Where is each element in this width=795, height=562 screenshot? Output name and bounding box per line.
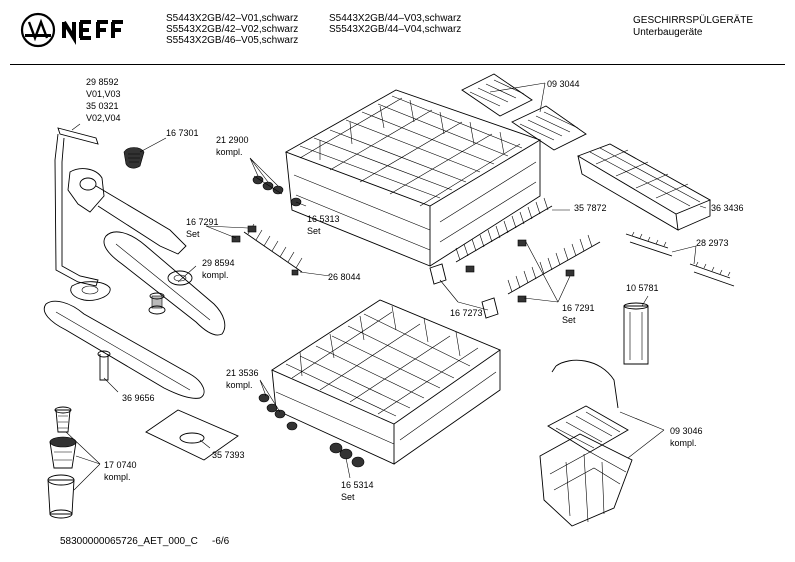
model-line: S5443X2GB/44–V03,schwarz	[329, 13, 462, 24]
part-label-268044: 26 8044	[328, 272, 361, 282]
model-line: S5543X2GB/44–V04,schwarz	[329, 24, 462, 35]
part-label-165313: 16 5313	[307, 214, 340, 224]
set-label: Set	[307, 226, 321, 236]
part-label-213536: 21 3536	[226, 368, 259, 378]
neff-logo-icon	[20, 12, 123, 48]
part-label-093044: 09 3044	[547, 79, 580, 89]
part-label-212900: 21 2900	[216, 135, 249, 145]
part-label-167291-b: 16 7291	[562, 303, 595, 313]
model-line: S5543X2GB/46–V05,schwarz	[166, 35, 299, 46]
lower-basket	[271, 299, 501, 465]
upper-spray-arm	[103, 231, 226, 336]
filter-set	[47, 406, 77, 519]
upper-rollers	[252, 175, 302, 207]
part-label-167291-a: 16 7291	[186, 217, 219, 227]
part-label-298592: 29 8592	[86, 77, 119, 87]
knife-rack	[625, 231, 735, 287]
lower-spray-arm	[43, 300, 205, 399]
model-line: S5443X2GB/42–V01,schwarz	[166, 13, 299, 24]
set-label: Set	[562, 315, 576, 325]
part-label-350321: 35 0321	[86, 101, 119, 111]
kompl-label: kompl.	[216, 147, 243, 157]
kompl-label: kompl.	[226, 380, 253, 390]
tine-row-right	[455, 197, 553, 263]
cutlery-holder	[623, 302, 649, 365]
connector-part	[148, 292, 166, 315]
clips	[231, 225, 575, 319]
set-label: Set	[186, 229, 200, 239]
cutlery-tray	[576, 143, 712, 231]
cutlery-rack-a	[461, 73, 533, 117]
spray-pipe	[54, 127, 187, 301]
wheel-set	[329, 442, 365, 468]
part-label-165314: 16 5314	[341, 480, 374, 490]
part-label-298594: 29 8594	[202, 258, 235, 268]
part-label-282973: 28 2973	[696, 238, 729, 248]
part-label-357393: 35 7393	[212, 450, 245, 460]
header-divider	[10, 64, 785, 65]
model-line: S5543X2GB/42–V02,schwarz	[166, 24, 299, 35]
leader-lines	[65, 82, 707, 491]
part-label-363436: 36 3436	[711, 203, 744, 213]
document-id: 58300000065726_AET_000_C	[60, 536, 198, 547]
part-label-167301: 16 7301	[166, 128, 199, 138]
part-label-369656: 36 9656	[122, 393, 155, 403]
appliance-category: GESCHIRRSPÜLGERÄTE	[633, 15, 754, 26]
upper-basket	[284, 89, 542, 267]
appliance-subcategory: Unterbaugeräte	[633, 27, 703, 38]
part-label-170740: 17 0740	[104, 460, 137, 470]
part-label-105781: 10 5781	[626, 283, 659, 293]
part-label-167273: 16 7273	[450, 308, 483, 318]
kompl-label: kompl.	[104, 472, 131, 482]
neff-logo	[20, 12, 125, 53]
variant-label: V02,V04	[86, 113, 121, 123]
kompl-label: kompl.	[670, 438, 697, 448]
part-label-093046: 09 3046	[670, 426, 703, 436]
nozzle-part	[123, 147, 145, 169]
set-label: Set	[341, 492, 355, 502]
kompl-label: kompl.	[202, 270, 229, 280]
cutlery-basket	[539, 359, 633, 527]
page-number: -6/6	[212, 536, 230, 547]
variant-label: V01,V03	[86, 89, 121, 99]
cutlery-rack-b	[511, 105, 587, 151]
lower-rollers	[258, 393, 298, 431]
tine-row-lower	[507, 234, 601, 295]
part-label-357872: 35 7872	[574, 203, 607, 213]
sieve-plate	[145, 409, 239, 461]
